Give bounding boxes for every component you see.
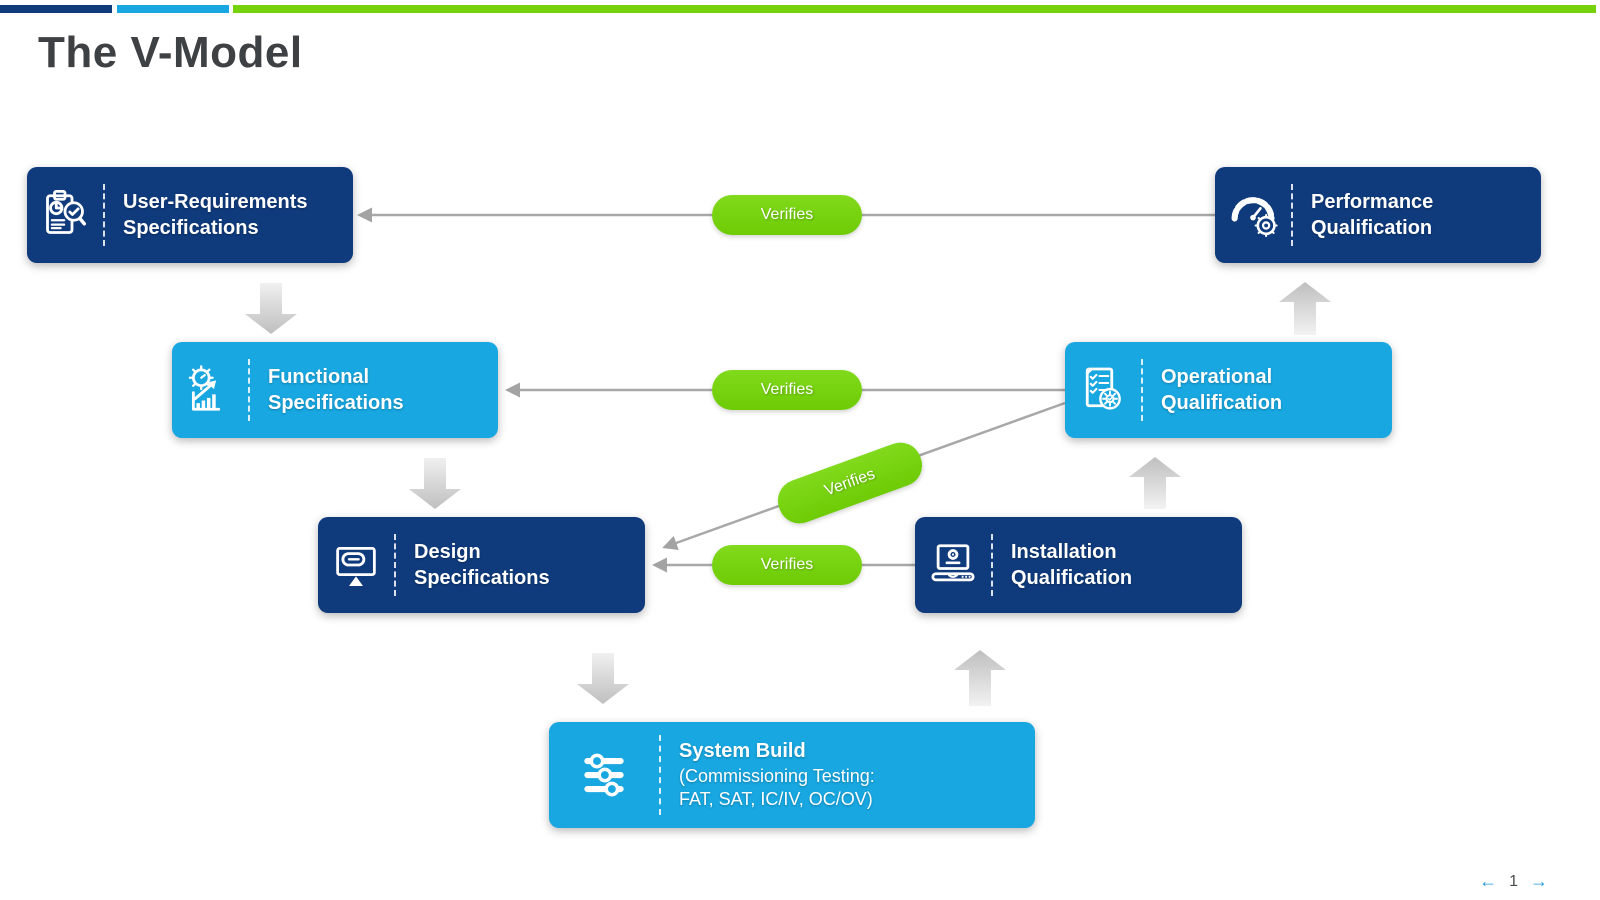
box-label: Functional Specifications xyxy=(250,364,404,417)
down-arrow-urs-fs xyxy=(245,283,297,334)
box-label-line2: Specifications xyxy=(268,392,404,414)
box-label-line1: Operational xyxy=(1161,365,1273,388)
verifies-pill-bottom: Verifies xyxy=(712,545,862,585)
box-installation-qualification: Installation Qualification xyxy=(915,517,1242,613)
box-divider xyxy=(394,534,396,596)
verifies-pill-top: Verifies xyxy=(712,195,862,235)
box-label: Operational Qualification xyxy=(1143,364,1282,417)
box-performance-qualification: Performance Qualification xyxy=(1215,167,1541,263)
box-label: User-Requirements Specifications xyxy=(105,189,308,242)
box-label-line2: Qualification xyxy=(1161,392,1283,414)
box-functional-specifications: Functional Specifications xyxy=(172,342,498,438)
box-divider xyxy=(991,534,993,596)
verifies-pill-middle: Verifies xyxy=(712,370,862,410)
up-arrow-sb-iq xyxy=(954,650,1006,706)
clipboard-search-icon xyxy=(27,187,103,243)
page-number: 1 xyxy=(1509,872,1518,890)
box-design-specifications: Design Specifications xyxy=(318,517,645,613)
sliders-icon xyxy=(549,747,659,803)
box-divider xyxy=(1291,184,1293,246)
page-navigation: ← 1 → xyxy=(1479,871,1548,892)
box-label: Performance Qualification xyxy=(1293,189,1433,242)
box-label-line1: Design xyxy=(414,540,481,563)
topbar-segment-navy xyxy=(0,5,112,13)
box-label-line1: User-Requirements xyxy=(123,190,308,213)
prev-page-icon[interactable]: ← xyxy=(1479,871,1498,891)
box-divider xyxy=(103,184,105,246)
box-label-line1: Installation xyxy=(1011,540,1117,563)
up-arrow-iq-oq xyxy=(1129,457,1181,509)
topbar-segment-green xyxy=(233,5,1596,13)
box-label-line1: Performance xyxy=(1311,190,1434,213)
monitor-design-icon xyxy=(318,537,394,593)
gauge-gear-icon xyxy=(1215,187,1291,243)
box-label-line2: Qualification xyxy=(1311,217,1433,239)
checklist-gear-icon xyxy=(1065,362,1141,418)
gear-chart-icon xyxy=(172,362,248,418)
box-label: System Build (Commissioning Testing: FAT… xyxy=(661,738,875,811)
box-divider xyxy=(248,359,250,421)
box-operational-qualification: Operational Qualification xyxy=(1065,342,1392,438)
down-arrow-ds-sb xyxy=(577,653,629,704)
down-arrow-fs-ds xyxy=(409,458,461,509)
page-title: The V-Model xyxy=(38,28,303,77)
box-label-sub1: (Commissioning Testing: xyxy=(679,765,875,786)
box-label-title: System Build xyxy=(679,740,806,763)
box-label-line2: Qualification xyxy=(1011,567,1133,589)
laptop-icon xyxy=(915,537,991,593)
next-page-icon[interactable]: → xyxy=(1530,871,1548,891)
topbar-segment-blue xyxy=(117,5,229,13)
verifies-pill-diagonal: Verifies xyxy=(771,436,929,530)
box-label: Installation Qualification xyxy=(993,539,1132,592)
box-label-line2: Specifications xyxy=(414,567,550,589)
box-user-requirements-specifications: User-Requirements Specifications xyxy=(27,167,353,263)
box-divider xyxy=(1141,359,1143,421)
box-label-sub2: FAT, SAT, IC/IV, OC/OV) xyxy=(679,789,873,810)
box-label: Design Specifications xyxy=(396,539,550,592)
up-arrow-oq-pq xyxy=(1279,282,1331,335)
box-divider xyxy=(659,735,661,815)
box-label-line1: Functional xyxy=(268,365,370,388)
box-system-build: System Build (Commissioning Testing: FAT… xyxy=(549,722,1035,828)
box-label-line2: Specifications xyxy=(123,217,259,239)
